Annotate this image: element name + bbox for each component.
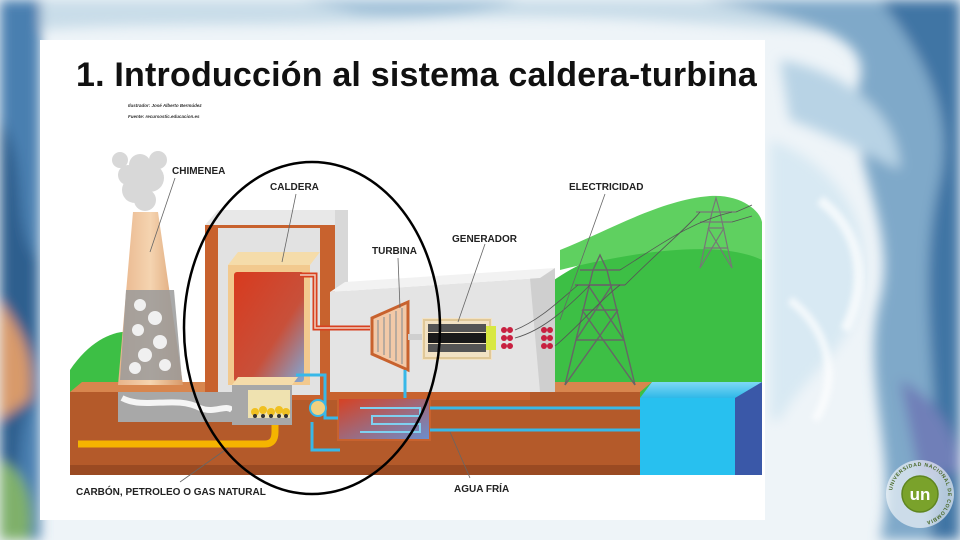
water-pipes	[296, 370, 640, 452]
fuel-pipe	[78, 418, 279, 448]
cold-water-pool	[640, 382, 762, 475]
boiler	[228, 252, 320, 425]
transmission-tower-near	[564, 253, 636, 386]
chimney	[112, 151, 183, 385]
pump	[309, 399, 327, 417]
university-logo: UNIVERSIDAD NACIONAL DE COLOMBIA un	[886, 460, 954, 528]
condenser	[337, 397, 431, 441]
illustrator-credit: Ilustrador: José Alberto Bermúdez	[128, 103, 202, 108]
label-generator: GENERADOR	[452, 234, 518, 245]
label-leader-lines	[149, 177, 606, 483]
label-chimney: CHIMENEA	[172, 166, 225, 177]
logo-text: un	[910, 485, 931, 504]
transmission-tower-far	[696, 195, 736, 269]
label-cold-water: AGUA FRÍA	[454, 482, 509, 495]
label-turbine: TURBINA	[372, 246, 417, 257]
source-credit: Fuente: recursostic.educacion.es	[128, 114, 200, 119]
label-electricity: ELECTRICIDAD	[569, 182, 643, 193]
label-boiler: CALDERA	[270, 182, 319, 193]
power-plant-diagram: CHIMENEA CALDERA TURBINA GENERADOR ELECT…	[70, 151, 762, 498]
smoke-cloud	[112, 151, 167, 211]
highlight-ellipse	[182, 160, 442, 496]
slide-title: 1. Introducción al sistema caldera-turbi…	[76, 56, 758, 94]
flue-duct	[118, 392, 234, 422]
label-fuel: CARBÓN, PETROLEO O GAS NATURAL	[76, 485, 266, 498]
power-lines	[514, 204, 753, 347]
generator	[422, 318, 553, 360]
